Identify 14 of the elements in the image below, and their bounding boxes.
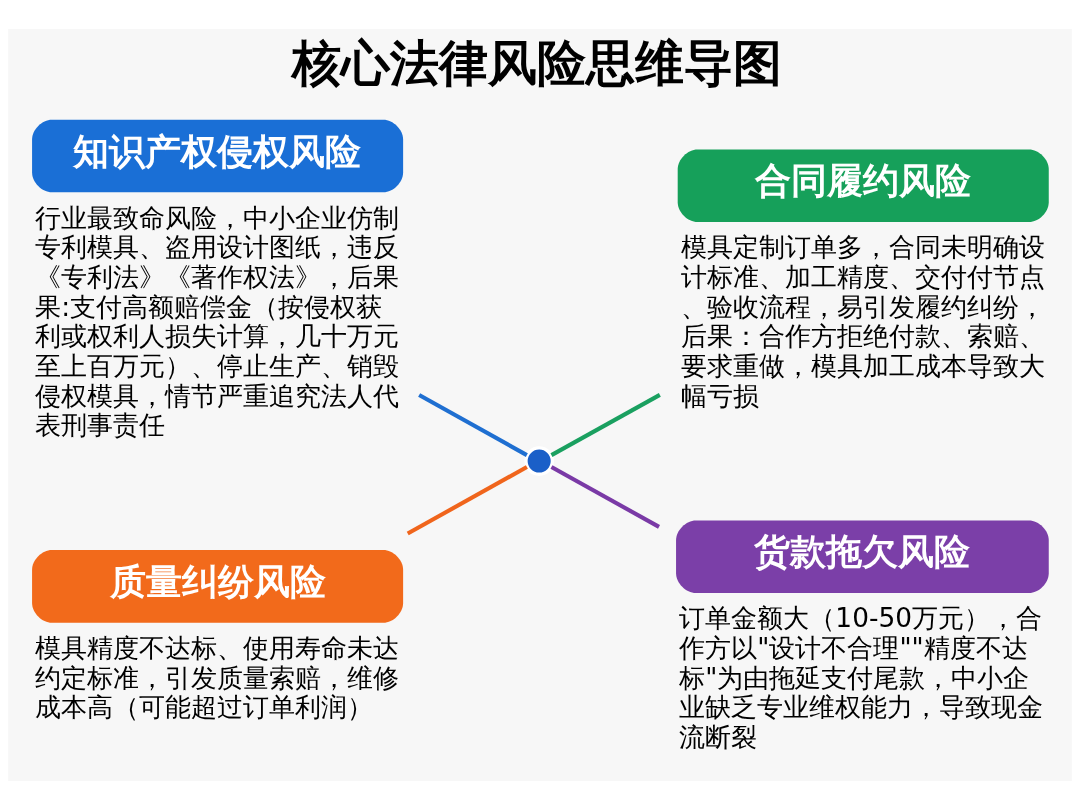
diagram-title: 核心法律风险思维导图 [291,33,782,92]
node-box: 合同履约风险 [677,148,1049,222]
node-label: 模具精度不达标、使用寿命未达约定标准，引发质量索赔，维修成本高（可能超过订单利润） [35,632,400,722]
node-circle [524,445,554,476]
node-box: 质量纠纷风险 [32,549,404,623]
connector [550,464,661,529]
node-label: 订单金额大（10-50万元），合作方以"设计不合理""精度不达标"为由拖延支付尾款，中小企业缺乏专业维权能力，导致现金流断裂 [679,602,1044,752]
node-label: 行业最致命风险，中小企业仿制专利模具、盗用设计图纸，违反《专利法》《著作权法》，后果果:支付高额赔偿金（按侵权获利或权利人损失计算，几十万元至上百万元）、停止生产、销毁侵权模具，情节严重追究法人代表刑事责任 [35,202,400,440]
connector [418,392,528,457]
connector [406,464,528,535]
node-box: 货款拖欠风险 [676,519,1049,593]
node-label: 模具定制订单多，合同未明确设计标准、加工精度、交付付节点、验收流程，易引发履约纠纷，后果：合作方拒绝付款、索赔、要求重做，模具加工成本导致大幅亏损 [681,231,1045,411]
connector [550,392,661,457]
node-box: 知识产权侵权风险 [32,119,404,192]
